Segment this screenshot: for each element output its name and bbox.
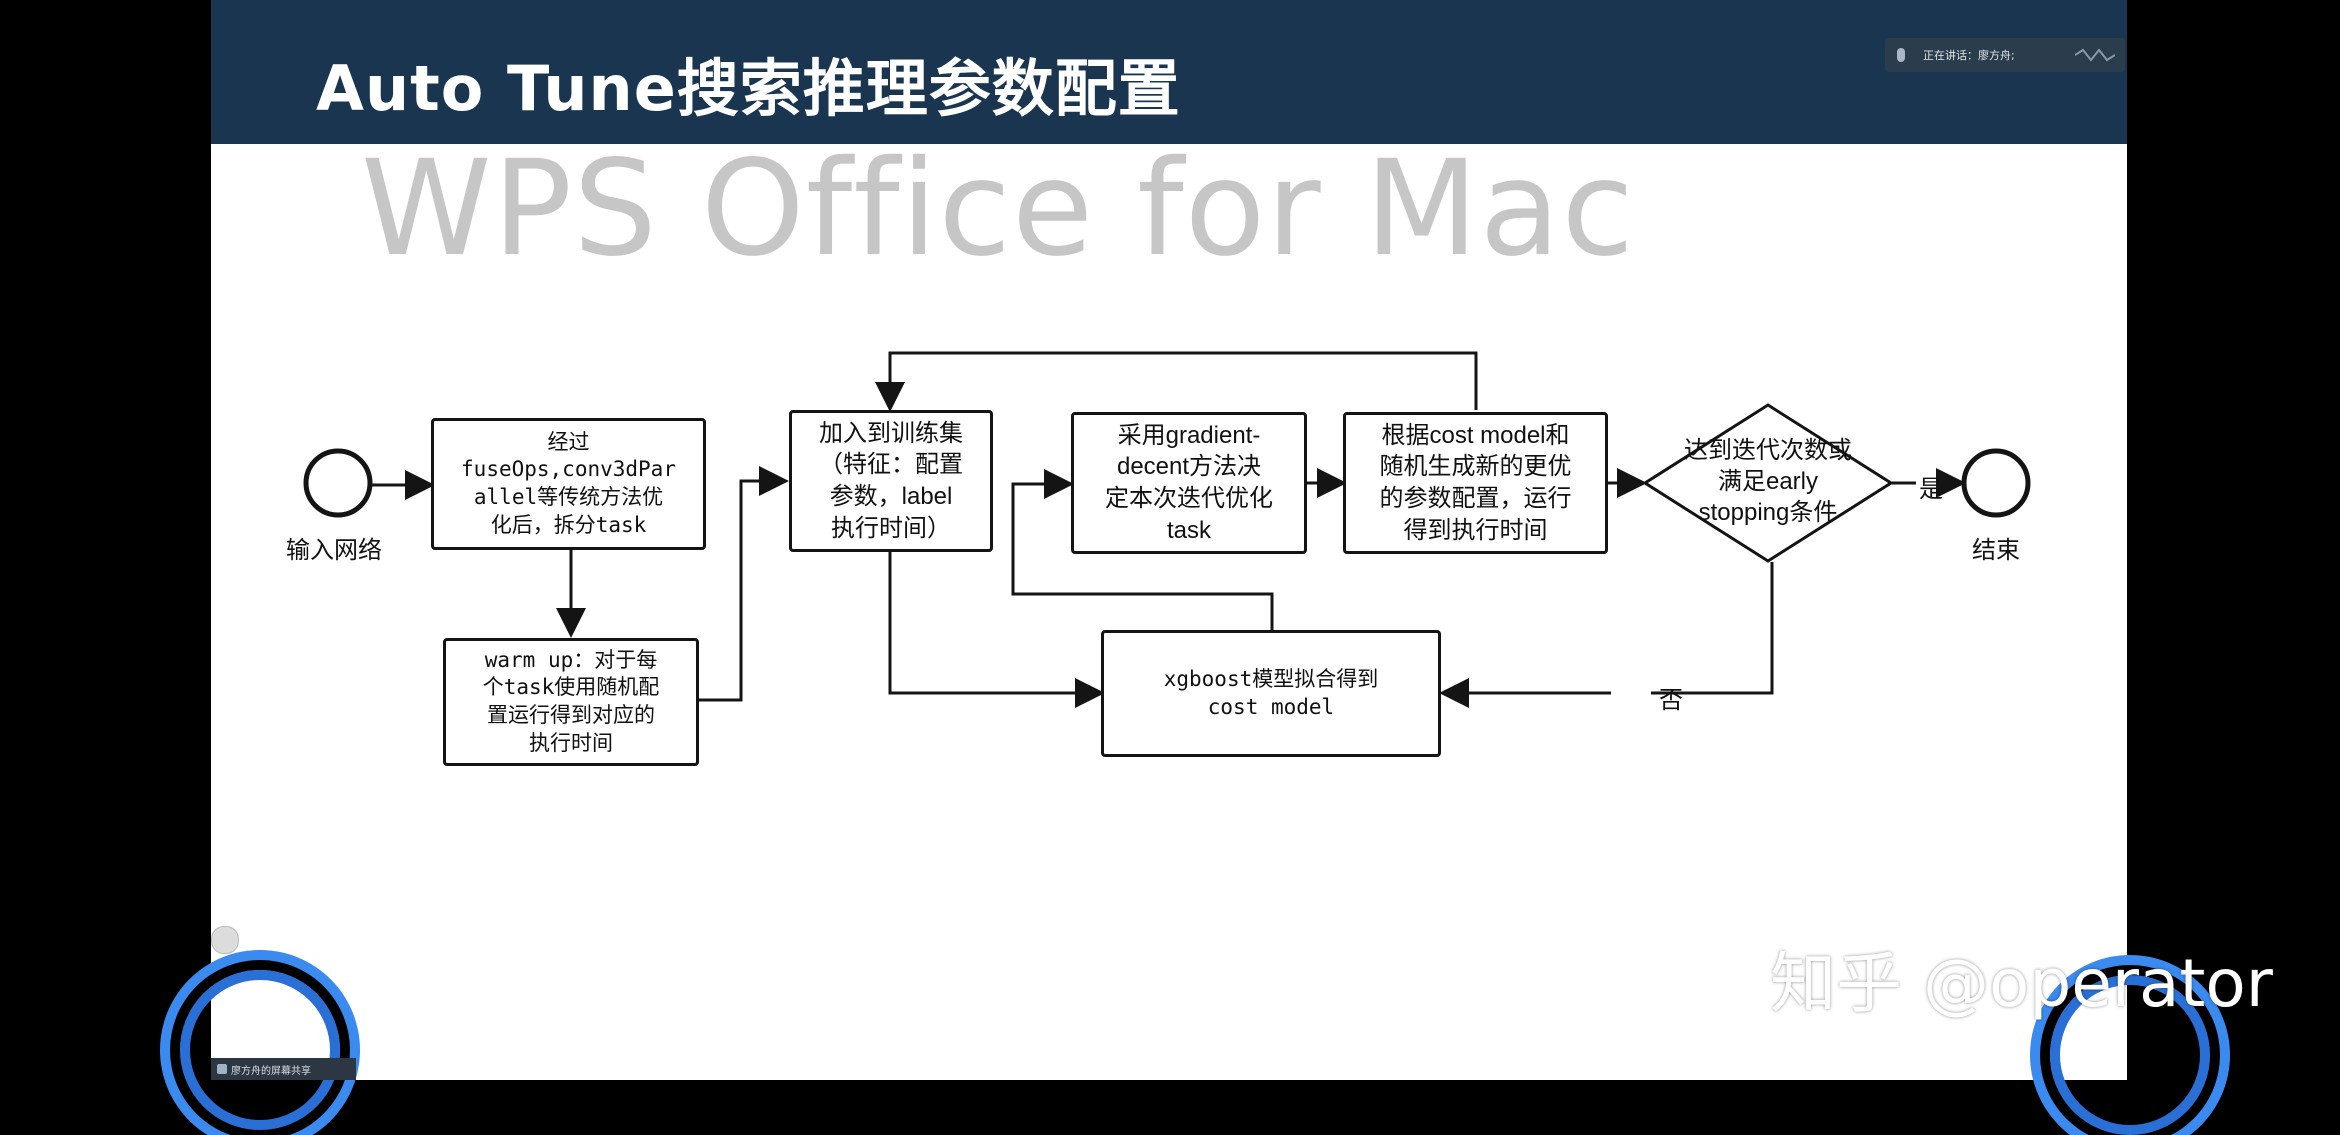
chat-bubble-icon[interactable] (211, 926, 239, 954)
end-label: 结束 (1972, 537, 2020, 564)
gradient-line-2: decent方法决 (1116, 453, 1262, 481)
decision-line-1: 达到迭代次数或 (1684, 437, 1852, 464)
flowchart-connectors (303, 351, 2031, 708)
slide-title: Auto Tune搜索推理参数配置 (316, 52, 1181, 125)
start-node (303, 448, 373, 518)
gradient-line-1: 采用gradient- (1117, 421, 1261, 449)
speaking-text: 正在讲话：廖方舟; (1923, 49, 2015, 62)
step-cost-model-config: 根据cost model和 随机生成新的更优 的参数配置，运行 得到执行时间 (1343, 412, 1608, 554)
arrow-decision-no-to-xgboost (1651, 562, 1774, 695)
trainset-line-1: 加入到训练集 (819, 419, 963, 447)
step-add-to-trainset: 加入到训练集 （特征：配置 参数，label 执行时间） (789, 410, 993, 552)
split-line-3: allel等传统方法优 (473, 485, 664, 509)
swirl-decoration-left (180, 970, 340, 1130)
warmup-line-3: 置运行得到对应的 (486, 703, 655, 727)
xgboost-line-2: cost model (1207, 694, 1335, 719)
speaking-indicator: 正在讲话：廖方舟; (1885, 38, 2125, 72)
costmodel-line-4: 得到执行时间 (1403, 516, 1548, 544)
warmup-line-4: 执行时间 (528, 730, 613, 755)
screen-share-icon (217, 1064, 227, 1074)
step-warmup: warm up：对于每 个task使用随机配 置运行得到对应的 执行时间 (443, 638, 699, 766)
costmodel-line-3: 的参数配置，运行 (1379, 485, 1572, 512)
wps-watermark: WPS Office for Mac (361, 132, 1635, 286)
xgboost-line-1: xgboost模型拟合得到 (1163, 666, 1379, 691)
costmodel-line-2: 随机生成新的更优 (1379, 453, 1572, 481)
warmup-line-2: 个task使用随机配 (482, 675, 660, 700)
screen-share-bar[interactable]: 廖方舟的屏幕共享 (211, 1058, 356, 1080)
arrow-costmodel-loop-to-trainset (875, 351, 1478, 412)
decision-line-2: 满足early (1717, 468, 1819, 496)
presentation-slide: Auto Tune搜索推理参数配置 正在讲话：廖方舟; WPS Office f… (211, 0, 2127, 1080)
decision-text: 达到迭代次数或 满足early stopping条件 (1665, 435, 1871, 529)
end-node (1961, 448, 2031, 518)
arrow-trainset-to-xgboost (888, 552, 1105, 708)
slide-title-bar: Auto Tune搜索推理参数配置 正在讲话：廖方舟; (211, 0, 2127, 144)
no-label: 否 (1659, 687, 1683, 714)
costmodel-line-1: 根据cost model和 (1381, 421, 1570, 449)
split-line-4: 化后，拆分task (490, 512, 647, 537)
audio-wave-icon (2075, 48, 2115, 62)
arrow-xgboost-to-gradient (1011, 469, 1274, 630)
decision-line-3: stopping条件 (1698, 499, 1838, 527)
start-label: 输入网络 (286, 537, 382, 564)
gradient-line-4: task (1166, 516, 1211, 544)
warmup-line-1: warm up：对于每 (484, 647, 658, 672)
microphone-icon (1897, 48, 1905, 62)
trainset-line-3: 参数，label (829, 483, 953, 510)
decision-diamond (1642, 403, 1894, 563)
yes-label: 是 (1919, 476, 1943, 503)
gradient-line-3: 定本次迭代优化 (1105, 485, 1273, 512)
zhihu-watermark: 知乎 @operator (1770, 945, 2273, 1022)
split-line-2: fuseOps,conv3dPar (461, 457, 676, 482)
screen-share-label: 廖方舟的屏幕共享 (231, 1065, 311, 1077)
step-xgboost-fit: xgboost模型拟合得到 cost model (1101, 630, 1441, 757)
arrow-warmup-to-trainset (699, 466, 789, 702)
step-gradient-descent: 采用gradient- decent方法决 定本次迭代优化 task (1071, 412, 1307, 554)
trainset-line-2: （特征：配置 (819, 451, 963, 479)
split-line-1: 经过 (547, 429, 590, 454)
trainset-line-4: 执行时间） (831, 514, 951, 542)
step-split-tasks: 经过 fuseOps,conv3dPar allel等传统方法优 化后，拆分ta… (431, 418, 706, 550)
